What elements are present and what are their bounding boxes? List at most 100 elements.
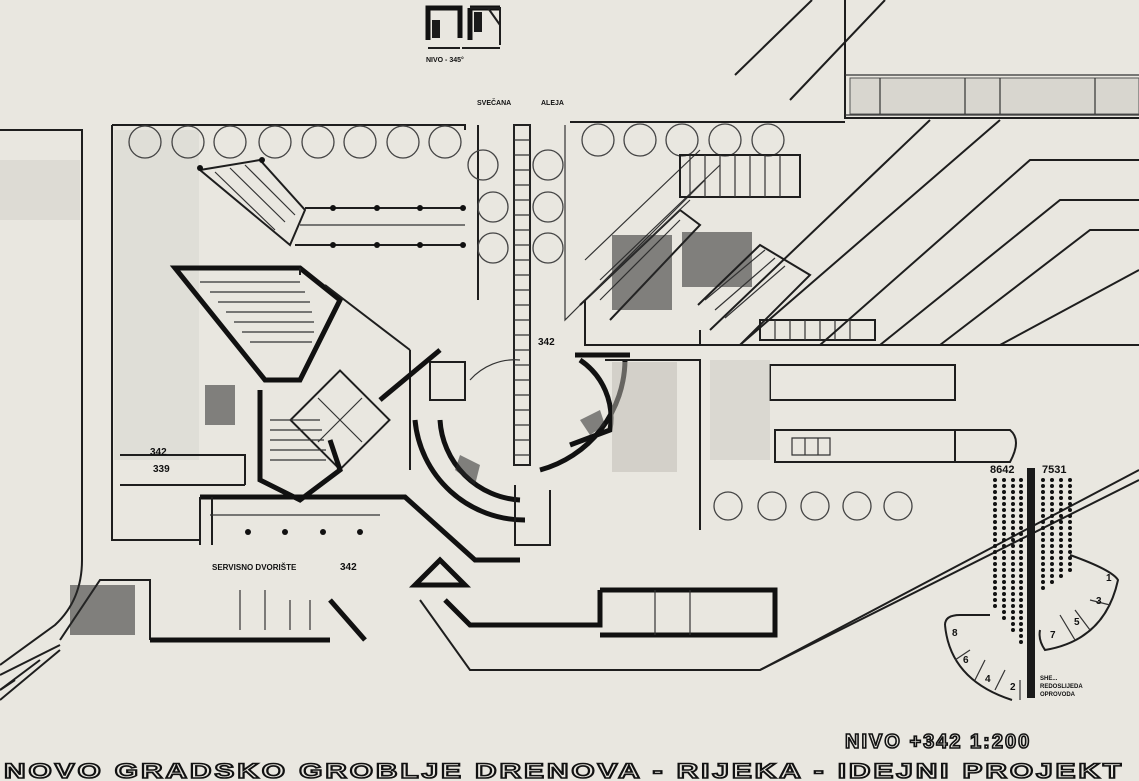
sequence-dot [1050,550,1054,554]
sequence-dot [1050,514,1054,518]
sequence-dot [1059,550,1063,554]
sequence-dot [1068,484,1072,488]
sequence-dot [1019,562,1023,566]
sequence-dot [1068,568,1072,572]
sequence-dot [1011,484,1015,488]
sequence-dot [1002,592,1006,596]
sequence-dot [993,592,997,596]
trees-bottom-right [713,491,913,521]
sequence-dot [1059,508,1063,512]
sequence-dot [1068,514,1072,518]
sequence-dot [1002,604,1006,608]
sequence-number-8: 8 [952,628,958,639]
sequence-dot [1002,532,1006,536]
sequence-dot [993,550,997,554]
sequence-dot [1041,544,1045,548]
sequence-dot [1002,610,1006,614]
sequence-dot [1068,478,1072,482]
sequence-dot [1011,574,1015,578]
sequence-dot [1041,520,1045,524]
sequence-dot [1019,544,1023,548]
sequence-dot [1068,526,1072,530]
sequence-dot [1002,574,1006,578]
sequence-dot [1011,508,1015,512]
sequence-dot [993,496,997,500]
sequence-dot [1019,634,1023,638]
sequence-dot [1002,550,1006,554]
sequence-dot [1050,538,1054,542]
sequence-dot [1059,502,1063,506]
sequence-dot [1019,592,1023,596]
sequence-number-3: 3 [1096,596,1102,607]
top-right-structures [734,0,1139,119]
sequence-dot [1059,544,1063,548]
sequence-dot [1050,496,1054,500]
sequence-dot [1041,568,1045,572]
sequence-dot [1068,502,1072,506]
service-yard-label: SERVISNO DVORIŠTE [212,563,297,572]
sequence-dot [1041,556,1045,560]
sequence-dot [1011,520,1015,524]
sequence-dot [1002,544,1006,548]
sequence-dot [1019,640,1023,644]
drawing-title: NOVO GRADSKO GROBLJE DRENOVA - RIJEKA - … [4,760,1124,781]
sequence-dot [1068,544,1072,548]
sequence-dot [993,580,997,584]
sequence-dot [1068,508,1072,512]
sequence-dot [1019,538,1023,542]
sequence-dot [1059,538,1063,542]
sequence-right-label: 7531 [1042,464,1066,476]
sequence-dot [1011,610,1015,614]
level-scale-label: NIVO +342 1:200 [845,731,1031,753]
sequence-dot [1011,514,1015,518]
sequence-number-1: 1 [1106,573,1112,584]
service-yard-level: 342 [340,562,357,573]
sequence-dot [1050,580,1054,584]
sequence-dot [1059,556,1063,560]
sequence-dot [993,586,997,590]
sequence-dot [1059,526,1063,530]
sequence-dot [1059,520,1063,524]
sequence-dot [1050,562,1054,566]
sequence-number-5: 5 [1074,617,1080,628]
pergola-left [197,157,466,248]
sequence-dot [1050,556,1054,560]
sequence-dot [1011,580,1015,584]
sequence-dot [1068,562,1072,566]
sequence-dot [1011,622,1015,626]
sequence-dot [1019,580,1023,584]
sequence-dot [1019,574,1023,578]
sequence-dot [1019,520,1023,524]
sequence-dot [1068,490,1072,494]
sequence-dot [1050,568,1054,572]
sequence-dot [1050,502,1054,506]
sequence-dot [1019,616,1023,620]
sequence-dot [1041,526,1045,530]
sequence-dot [1011,616,1015,620]
service-yard [0,469,1139,691]
sequence-dot [993,556,997,560]
sequence-dot [1002,568,1006,572]
sequence-dot [1041,490,1045,494]
sequence-dot [993,508,997,512]
sequence-dot [1041,496,1045,500]
sequence-dot [993,544,997,548]
sequence-dot [1011,544,1015,548]
sequence-dot [1019,508,1023,512]
sequence-dot [1011,628,1015,632]
sequence-dot [1002,478,1006,482]
sequence-dot [993,604,997,608]
sequence-dot [993,568,997,572]
sequence-dot [1002,616,1006,620]
sequence-dot [1002,514,1006,518]
central-stair [513,124,531,466]
sequence-dot [1041,502,1045,506]
sequence-dot [1019,496,1023,500]
inset-level-label: NIVO - 345° [426,56,464,64]
sequence-dot [1050,544,1054,548]
level-label-339-left: 339 [153,464,170,475]
inset-plan: NIVO - 345° [425,5,501,64]
avenue-label-svecana: SVEČANA [477,98,511,107]
sequence-dot [1059,574,1063,578]
